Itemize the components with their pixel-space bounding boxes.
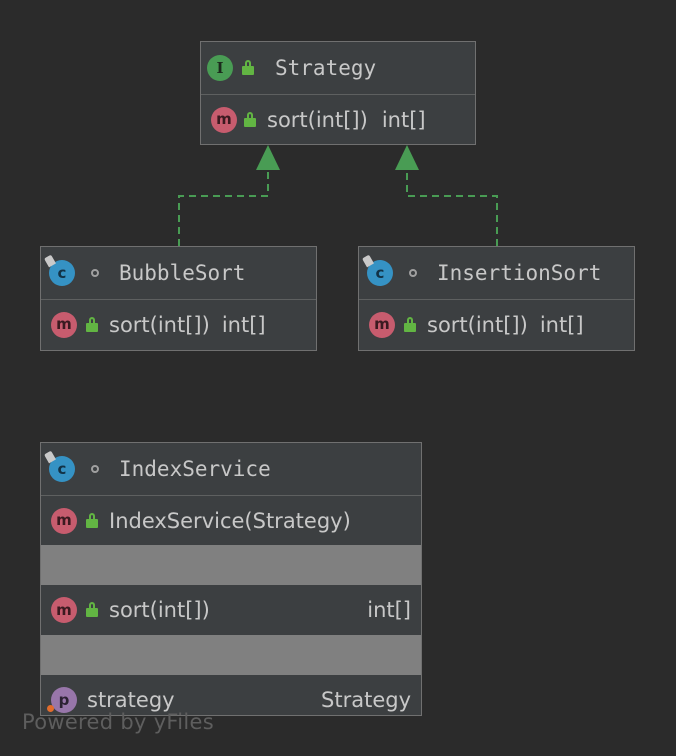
method-icon: m xyxy=(211,106,237,133)
powered-by-footer: Powered by yFiles xyxy=(22,710,214,734)
node-header: I Strategy xyxy=(201,42,475,94)
method-signature: sort(int[]) xyxy=(109,312,210,337)
insertionsort-class-node[interactable]: c InsertionSort m sort(int[]) int[] xyxy=(358,246,635,351)
node-header: c InsertionSort xyxy=(359,247,634,299)
method-signature: sort(int[]) xyxy=(427,312,528,337)
realization-arrowhead xyxy=(395,145,419,170)
method-icon: m xyxy=(51,311,77,338)
package-private-icon xyxy=(409,269,417,277)
node-header: c BubbleSort xyxy=(41,247,316,299)
empty-section-separator xyxy=(41,635,421,675)
class-name: InsertionSort xyxy=(437,261,602,285)
interface-icon: I xyxy=(207,55,233,81)
class-icon: c xyxy=(49,456,75,482)
property-name: strategy xyxy=(87,688,175,712)
package-private-icon xyxy=(91,269,99,277)
class-name: Strategy xyxy=(275,56,377,80)
method-signature: sort(int[]) xyxy=(109,598,210,622)
method-signature: sort(int[]) xyxy=(267,107,368,132)
class-name: BubbleSort xyxy=(119,261,246,285)
property-icon: p xyxy=(47,687,77,713)
class-icon: c xyxy=(367,260,393,286)
strategy-interface-node[interactable]: I Strategy m sort(int[]) int[] xyxy=(200,41,476,145)
method-icon: m xyxy=(51,597,77,623)
package-private-icon xyxy=(91,465,99,473)
class-icon: c xyxy=(49,260,75,286)
constructor-signature: IndexService(Strategy) xyxy=(109,508,351,533)
indexservice-class-node[interactable]: c IndexService m IndexService(Strategy) … xyxy=(40,442,422,716)
method-row[interactable]: m sort(int[]) int[] xyxy=(201,94,475,144)
public-lock-icon xyxy=(241,60,255,76)
bubblesort-class-node[interactable]: c BubbleSort m sort(int[]) int[] xyxy=(40,246,317,351)
empty-section-separator xyxy=(41,545,421,585)
method-row[interactable]: m sort(int[]) int[] xyxy=(41,299,316,349)
method-row[interactable]: m sort(int[]) int[] xyxy=(359,299,634,349)
public-lock-icon xyxy=(243,111,257,128)
method-return-type: int[] xyxy=(381,107,426,132)
property-row[interactable]: p strategy Strategy xyxy=(41,675,421,725)
constructor-row[interactable]: m IndexService(Strategy) xyxy=(41,495,421,545)
method-row[interactable]: m sort(int[]) int[] xyxy=(41,585,421,635)
public-lock-icon xyxy=(403,316,417,333)
public-lock-icon xyxy=(85,512,99,529)
node-header: c IndexService xyxy=(41,443,421,495)
realization-arrowhead xyxy=(256,145,280,170)
method-icon: m xyxy=(369,311,395,338)
method-return-type: int[] xyxy=(539,312,584,337)
property-type: Strategy xyxy=(321,688,411,712)
method-return-type: int[] xyxy=(367,598,411,622)
class-name: IndexService xyxy=(119,457,271,481)
method-icon: m xyxy=(51,507,77,534)
public-lock-icon xyxy=(85,602,99,618)
method-return-type: int[] xyxy=(221,312,266,337)
edge-insertionsort-to-strategy xyxy=(395,145,498,246)
edge-bubblesort-to-strategy xyxy=(178,145,280,246)
public-lock-icon xyxy=(85,316,99,333)
